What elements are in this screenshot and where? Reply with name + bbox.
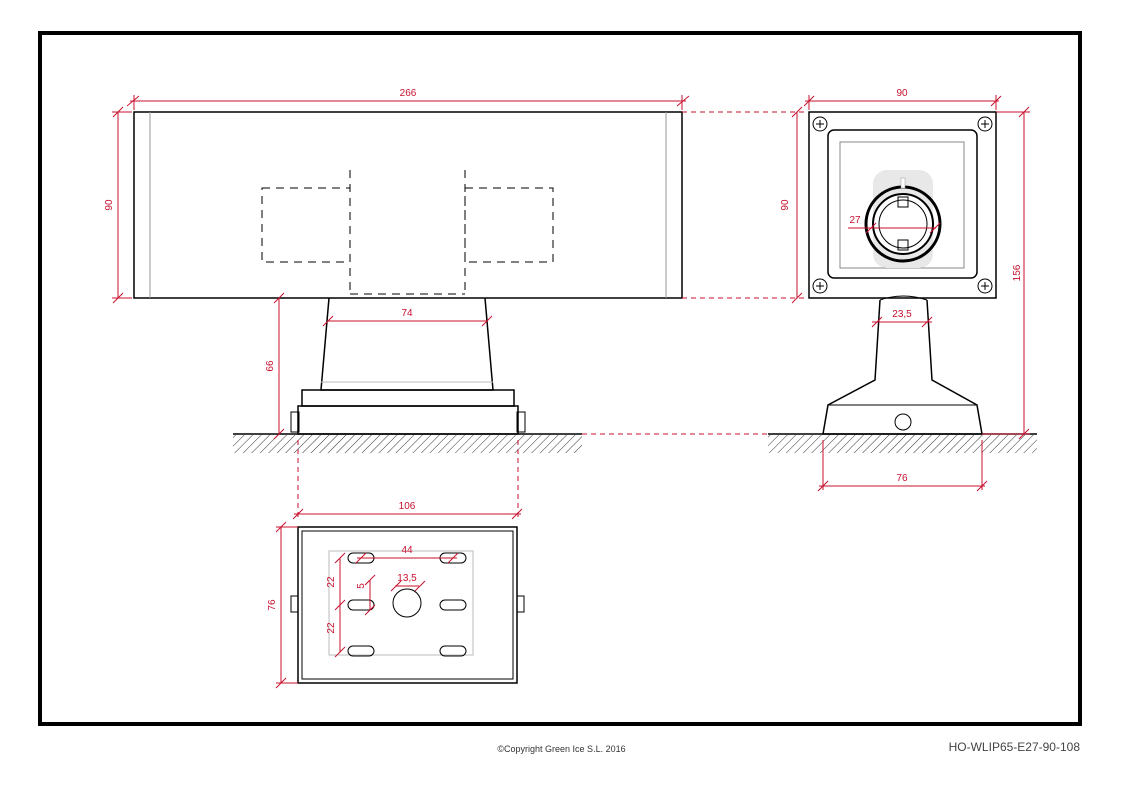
dim-front-neck-width: 74 <box>401 308 413 319</box>
dim-plate-hole-diameter: 13,5 <box>397 573 417 584</box>
front-ground-hatch <box>233 435 582 453</box>
front-dimensions <box>112 95 808 520</box>
dim-side-total-height: 156 <box>1012 264 1023 281</box>
dim-side-width: 90 <box>896 88 908 99</box>
dim-front-height: 90 <box>104 199 115 211</box>
mounting-slot <box>347 552 467 657</box>
dim-plate-lower-pitch: 22 <box>326 622 337 634</box>
drawing-code: HO-WLIP65-E27-90-108 <box>948 740 1080 754</box>
dim-plate-width: 106 <box>399 501 416 512</box>
dim-side-base-width: 76 <box>896 473 908 484</box>
dim-plate-slot-spacing: 44 <box>401 545 413 556</box>
dim-plate-slot-width: 5 <box>356 583 367 589</box>
cable-hole-icon <box>392 588 422 618</box>
side-dimensions <box>791 95 1030 492</box>
dim-side-lamp-diameter: 27 <box>849 215 861 226</box>
dim-plate-upper-pitch: 22 <box>326 576 337 588</box>
dimension-labels: 266 90 74 66 90 90 27 23,5 156 76 106 76… <box>104 88 1023 634</box>
dim-front-width: 266 <box>400 88 417 99</box>
side-ground-hatch <box>768 435 1037 453</box>
front-hidden-lines <box>261 170 554 295</box>
side-housing <box>808 111 997 299</box>
dim-side-neck-width: 23,5 <box>892 309 912 320</box>
dim-front-stand-height: 66 <box>265 360 276 372</box>
screw-icon <box>812 116 993 294</box>
side-view <box>768 111 1037 453</box>
plate-dimensions <box>275 508 523 689</box>
plate-outer <box>297 526 518 684</box>
drawing-frame <box>38 31 1082 726</box>
copyright-text: ©Copyright Green Ice S.L. 2016 <box>497 744 626 754</box>
front-base <box>301 389 515 407</box>
cable-entry-icon <box>894 413 912 431</box>
dim-side-height: 90 <box>780 199 791 211</box>
dim-plate-height: 76 <box>267 599 278 611</box>
mounting-plate-view <box>290 526 525 684</box>
front-housing <box>133 111 683 299</box>
front-view <box>133 111 683 453</box>
